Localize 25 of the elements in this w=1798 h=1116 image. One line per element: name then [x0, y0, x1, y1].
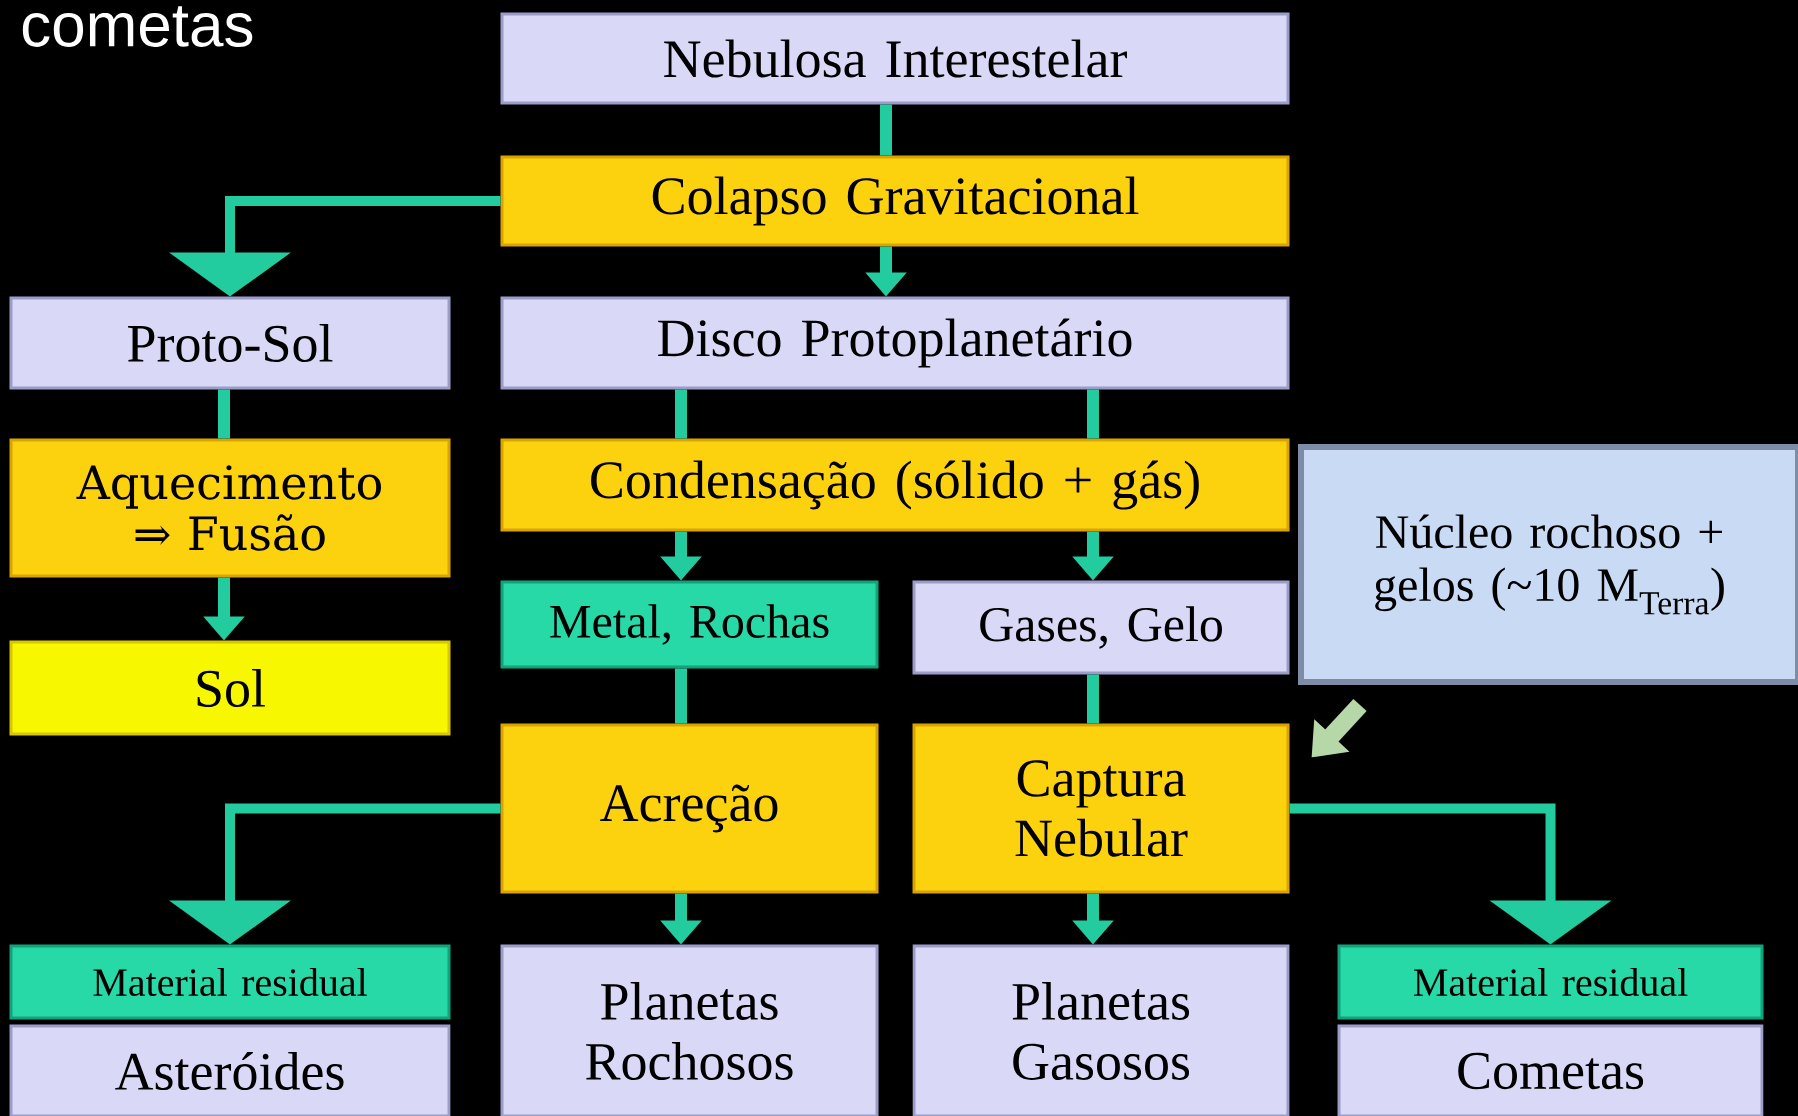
process-box: Planetas Gasosos — [912, 944, 1290, 1116]
connector-bar — [1087, 389, 1099, 439]
process-box: Cometas — [1337, 1024, 1764, 1116]
process-box: Proto-Sol — [9, 296, 451, 390]
connector-bar — [675, 668, 687, 724]
connector-bar — [880, 104, 892, 156]
process-box: Condensação (sólido + gás) — [500, 438, 1290, 532]
connector-bar — [675, 389, 687, 439]
process-box: Gases, Gelo — [912, 580, 1290, 675]
process-box: Asteróides — [9, 1024, 451, 1116]
process-box: Planetas Rochosos — [500, 944, 879, 1116]
process-box: Metal, Rochas — [500, 580, 879, 669]
process-box: Material residual — [1337, 944, 1764, 1020]
process-box: Nebulosa Interestelar — [500, 12, 1290, 105]
process-box: Acreção — [500, 723, 879, 894]
process-box: Núcleo rochoso + gelos (~10 M$_{Terra}$) — [1298, 444, 1798, 685]
process-box: Disco Protoplanetário — [500, 296, 1290, 390]
heading-text: cometas — [22, 6, 253, 47]
process-box: Aquecimento ⇒ Fusão — [9, 438, 451, 578]
connector-bar — [1087, 674, 1099, 724]
process-box: Sol — [9, 640, 451, 736]
process-box: Colapso Gravitacional — [500, 155, 1290, 247]
process-box: Material residual — [9, 944, 451, 1020]
process-box: Captura Nebular — [912, 723, 1290, 894]
connector-bar — [218, 389, 230, 439]
